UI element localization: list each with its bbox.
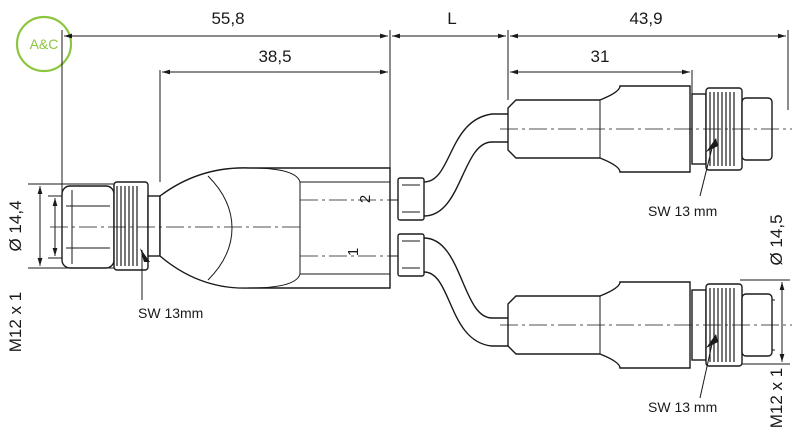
brand-logo-text: A&C [30, 36, 59, 52]
left-male-connector [61, 181, 161, 271]
dim-cable-length: L [447, 9, 456, 28]
splitter-body [159, 167, 425, 289]
dim-total-left: 55,8 [211, 9, 244, 28]
dim-total-right: 43,9 [629, 9, 662, 28]
dim-right-connector: 31 [591, 47, 610, 66]
dim-splitter-body: 38,5 [258, 47, 291, 66]
sw-bottom-right-label: SW 13 mm [648, 399, 717, 415]
dim-right-diameter: Ø 14,5 [767, 214, 786, 265]
cables [423, 113, 508, 347]
leader-lines [141, 147, 713, 399]
pin-label-bottom: 1 [345, 248, 362, 256]
center-lines [50, 128, 792, 326]
dim-left-thread: M12 x 1 [6, 292, 25, 352]
pin-label-top: 2 [357, 195, 374, 203]
brand-logo: A&C [15, 15, 73, 73]
sw-top-right-label: SW 13 mm [648, 203, 717, 219]
dim-left-diameter: Ø 14,4 [6, 200, 25, 251]
sw-left-label: SW 13mm [138, 305, 203, 321]
dim-right-thread: M12 x 1 [767, 368, 786, 428]
